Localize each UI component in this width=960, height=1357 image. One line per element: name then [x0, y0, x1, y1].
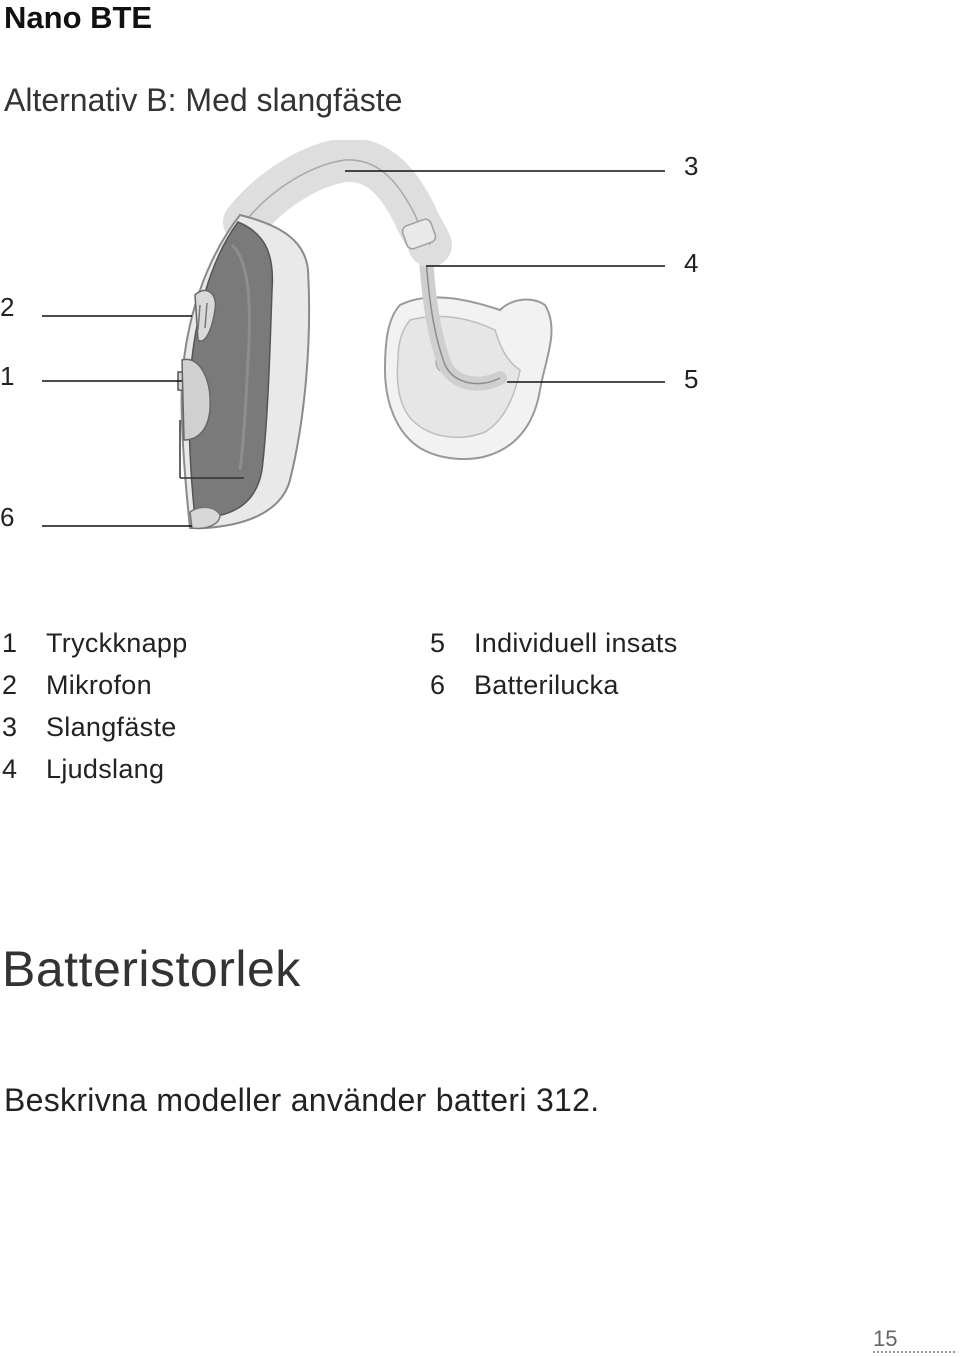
legend-item: 3 Slangfäste [2, 712, 177, 743]
legend-item: 1 Tryckknapp [2, 628, 188, 659]
legend-number: 6 [430, 670, 446, 700]
hearing-aid-illustration [42, 140, 665, 530]
page-number: 15 [873, 1326, 898, 1351]
legend-label: Batterilucka [474, 670, 619, 700]
callout-number: 3 [684, 151, 699, 181]
callout-number: 2 [0, 292, 15, 322]
legend-number: 2 [2, 670, 18, 700]
callout-number: 1 [0, 361, 15, 391]
callout-number: 5 [684, 364, 699, 394]
hearing-aid-body-illustration [177, 213, 311, 530]
subtitle: Alternativ B: Med slangfäste [4, 82, 403, 118]
legend-item: 5 Individuell insats [430, 628, 678, 659]
callout-number: 6 [0, 502, 15, 532]
legend-label: Tryckknapp [46, 628, 188, 658]
legend-item: 4 Ljudslang [2, 754, 164, 785]
callout-number: 4 [684, 248, 699, 278]
legend-item: 2 Mikrofon [2, 670, 152, 701]
legend-label: Slangfäste [46, 712, 177, 742]
legend-number: 5 [430, 628, 446, 658]
legend-label: Mikrofon [46, 670, 152, 700]
legend-label: Ljudslang [46, 754, 165, 784]
legend-number: 3 [2, 712, 18, 742]
page-title: Nano BTE [4, 0, 153, 35]
legend-label: Individuell insats [474, 628, 678, 658]
legend-item: 6 Batterilucka [430, 670, 619, 701]
section-heading: Batteristorlek [2, 941, 301, 997]
page-number-rule [873, 1351, 955, 1353]
legend-number: 1 [2, 628, 18, 658]
legend-number: 4 [2, 754, 18, 784]
body-text: Beskrivna modeller använder batteri 312. [4, 1082, 600, 1118]
